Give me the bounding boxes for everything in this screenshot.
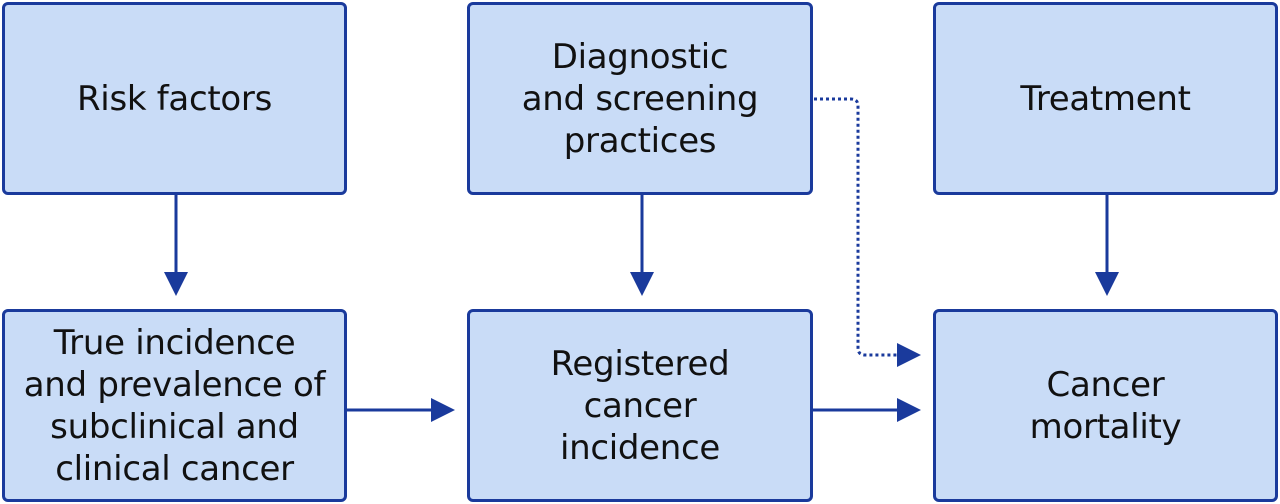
arrowhead-registered-to-mortality <box>897 398 921 422</box>
node-risk-factors-label: Risk factors <box>76 78 272 119</box>
arrowhead-treatment-to-mortality <box>1095 272 1119 296</box>
node-true-incidence: True incidence and prevalence of subclin… <box>2 309 347 502</box>
arrowhead-risk-to-true-incidence <box>164 272 188 296</box>
node-treatment: Treatment <box>933 2 1278 195</box>
node-true-incidence-label: True incidence and prevalence of subclin… <box>23 322 326 489</box>
node-cancer-mortality-label: Cancer mortality <box>1029 364 1182 447</box>
arrowhead-true-incidence-to-registered <box>431 398 455 422</box>
node-risk-factors: Risk factors <box>2 2 347 195</box>
node-registered-incidence-label: Registered cancer incidence <box>550 343 730 468</box>
node-registered-incidence: Registered cancer incidence <box>467 309 813 502</box>
node-diagnostic-screening-label: Diagnostic and screening practices <box>521 36 759 161</box>
node-treatment-label: Treatment <box>1020 78 1191 119</box>
node-cancer-mortality: Cancer mortality <box>933 309 1278 502</box>
arrowhead-diagnostic-to-registered <box>630 272 654 296</box>
node-diagnostic-screening: Diagnostic and screening practices <box>467 2 813 195</box>
edge-diagnostic-to-mortality-dotted <box>814 97 899 357</box>
arrowhead-diagnostic-to-mortality-dotted <box>897 343 921 367</box>
